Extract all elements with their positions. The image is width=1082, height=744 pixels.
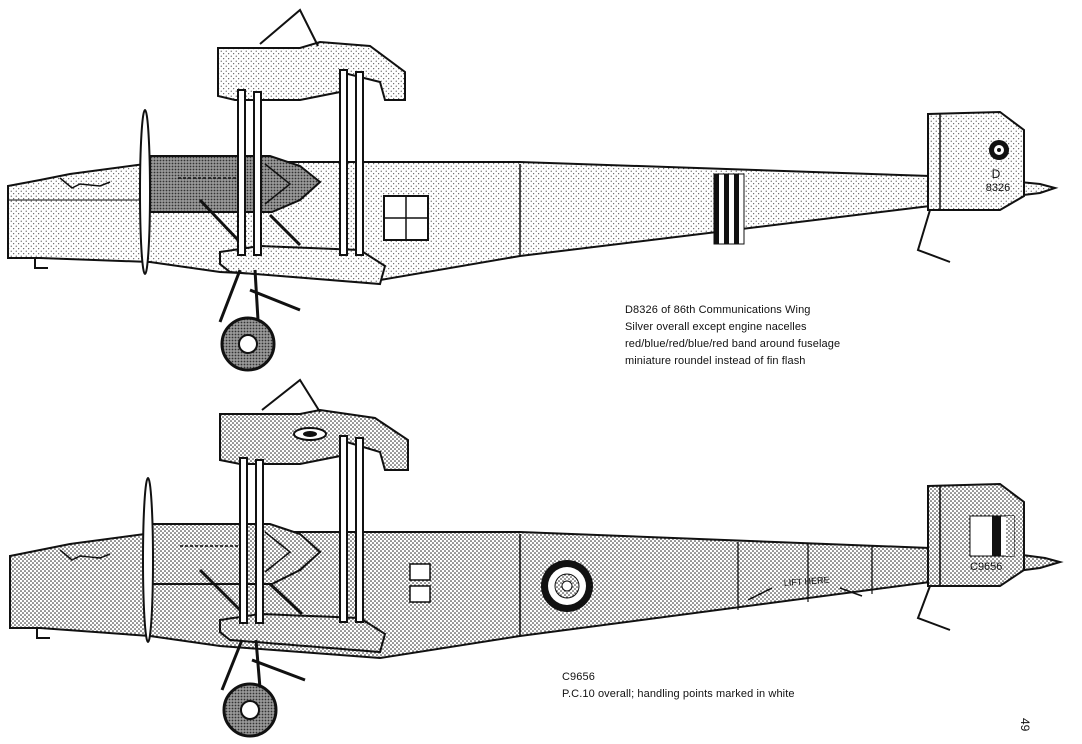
caption-c9656: C9656 P.C.10 overall; handling points ma… xyxy=(562,669,795,703)
caption-line: C9656 xyxy=(562,671,595,683)
aircraft-profile-d8326: D 8326 xyxy=(7,8,1059,372)
propeller xyxy=(139,109,151,275)
caption-line: D8326 of 86th Communications Wing xyxy=(625,304,811,316)
rudder-flash xyxy=(969,515,1015,557)
tail-serial-marking: C9656 xyxy=(970,561,1002,573)
tail-letter-marking: D xyxy=(992,167,1001,181)
handling-point-marking: LIFT HERE xyxy=(783,575,829,588)
undercarriage xyxy=(218,269,301,323)
fuselage-band xyxy=(713,173,745,245)
engine-nacelle xyxy=(149,523,322,585)
engine-nacelle xyxy=(149,155,322,213)
caption-line: red/blue/red/blue/red band around fusela… xyxy=(625,338,841,350)
tail-unit xyxy=(927,110,1025,211)
propeller xyxy=(142,477,154,643)
page-number: 49 xyxy=(1018,718,1032,732)
aircraft-profile-c9656: LIFT HERE C9656 xyxy=(9,378,1064,738)
fuselage-windows xyxy=(383,195,429,241)
fuselage-windows xyxy=(409,563,431,603)
undercarriage xyxy=(220,639,306,691)
caption-line: Silver overall except engine nacelles xyxy=(625,321,807,333)
caption-line: P.C.10 overall; handling points marked i… xyxy=(562,688,795,700)
upper-wing xyxy=(217,40,406,101)
tail-serial-marking: 8326 xyxy=(986,182,1010,194)
caption-d8326: D8326 of 86th Communications Wing Silver… xyxy=(625,302,840,370)
fuselage-roundel xyxy=(541,560,593,612)
caption-line: miniature roundel instead of fin flash xyxy=(625,355,806,367)
